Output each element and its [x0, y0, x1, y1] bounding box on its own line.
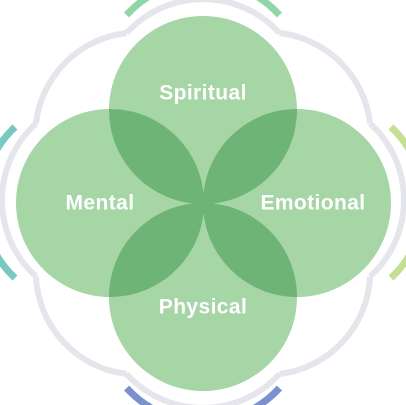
overlap-physical-mental	[109, 203, 204, 297]
mental-label: Mental	[66, 192, 135, 215]
physical-accent-arc	[124, 385, 282, 405]
overlap-spiritual-emotional	[203, 109, 297, 204]
overlap-physical-emotional	[203, 203, 297, 297]
physical-label: Physical	[159, 296, 247, 319]
emotional-label: Emotional	[260, 192, 365, 215]
spiritual-label: Spiritual	[159, 82, 247, 105]
mental-accent-arc	[0, 124, 18, 281]
